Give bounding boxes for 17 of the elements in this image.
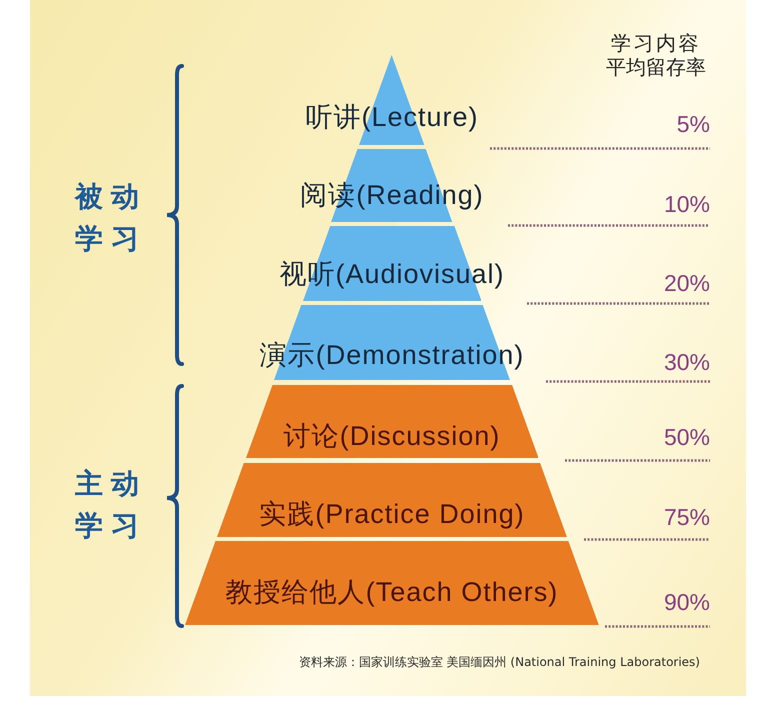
- retention-rate: 75%: [664, 503, 710, 531]
- retention-rate: 50%: [664, 423, 710, 451]
- retention-rate: 90%: [664, 588, 710, 616]
- group-label: 主动学习: [75, 466, 148, 544]
- tier-label: 讨论(Discussion): [284, 420, 500, 452]
- tier-label: 实践(Practice Doing): [259, 498, 525, 530]
- pyramid-tier: [185, 541, 599, 625]
- pyramid-tier: [217, 463, 567, 537]
- retention-rate: 5%: [676, 110, 710, 138]
- pyramid-tier: [246, 385, 538, 458]
- column-header: 学习内容平均留存率: [605, 31, 707, 79]
- retention-rate: 20%: [664, 269, 710, 297]
- retention-rate: 10%: [664, 190, 710, 218]
- source-note: 资料来源：国家训练实验室 美国缅因州 (National Training Laboratories): [298, 654, 700, 670]
- tier-label: 教授给他人(Teach Others): [226, 576, 558, 608]
- retention-rate: 30%: [664, 348, 710, 376]
- group-label: 被动学习: [75, 179, 148, 257]
